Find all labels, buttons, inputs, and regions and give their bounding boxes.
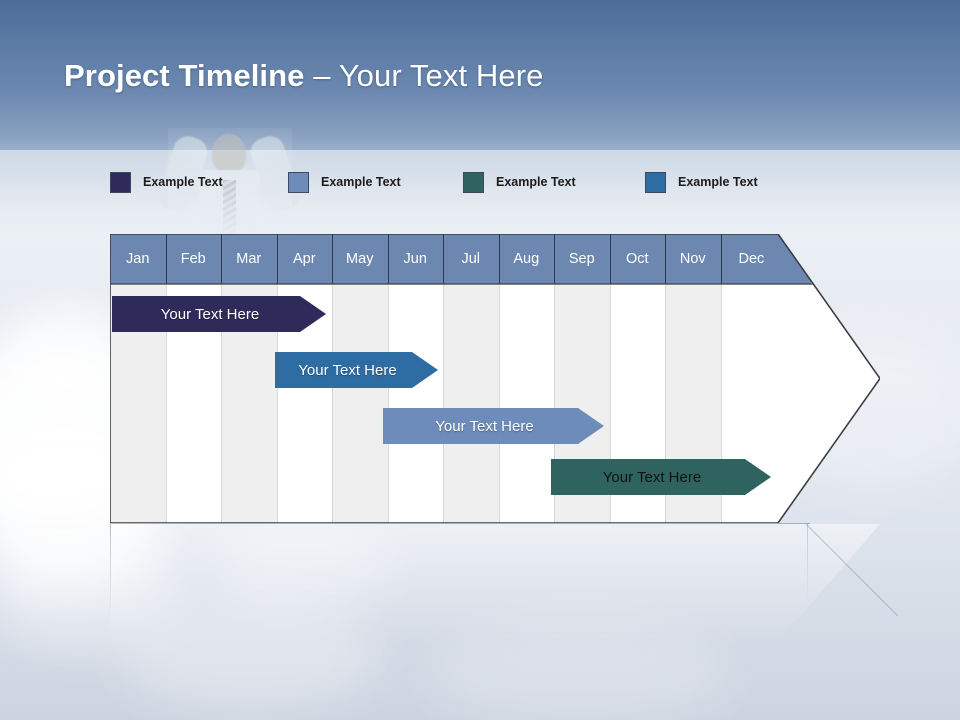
- month-header-jul[interactable]: Jul: [443, 234, 499, 284]
- column-gridline: [498, 284, 500, 523]
- legend-swatch-4: [645, 171, 666, 193]
- month-header-divider: [609, 234, 611, 284]
- reflection-right-edge: [807, 524, 808, 602]
- month-header-oct[interactable]: Oct: [609, 234, 665, 284]
- businessman-photo: [155, 128, 303, 238]
- month-header-divider: [332, 234, 333, 284]
- legend-label-4: Example Text: [678, 175, 758, 189]
- column-gridline: [387, 284, 389, 523]
- reflection-top-edge: [110, 523, 810, 524]
- legend-item-1[interactable]: Example Text: [110, 170, 223, 194]
- legend-item-2[interactable]: Example Text: [288, 170, 401, 194]
- month-header-jun[interactable]: Jun: [387, 234, 443, 284]
- month-header-divider: [554, 234, 555, 284]
- month-header-divider: [276, 234, 278, 284]
- legend-label-3: Example Text: [496, 175, 576, 189]
- month-header-divider: [165, 234, 167, 284]
- month-header-may[interactable]: May: [332, 234, 388, 284]
- month-header-sep[interactable]: Sep: [554, 234, 610, 284]
- timeline-bar-label-4: Your Text Here: [602, 468, 702, 486]
- legend-swatch-1: [110, 171, 131, 193]
- column-gridline: [443, 284, 444, 523]
- column-gridline: [332, 284, 333, 523]
- timeline-bar-label-1: Your Text Here: [160, 305, 260, 323]
- timeline-bar-2[interactable]: Your Text Here: [275, 352, 438, 388]
- month-header-apr[interactable]: Apr: [276, 234, 332, 284]
- timeline-bar-1[interactable]: Your Text Here: [112, 296, 326, 332]
- timeline-bar-3[interactable]: Your Text Here: [383, 408, 604, 444]
- month-header-divider: [443, 234, 444, 284]
- timeline-bar-label-3: Your Text Here: [435, 417, 534, 435]
- month-header-divider: [720, 234, 722, 284]
- legend-item-3[interactable]: Example Text: [463, 170, 576, 194]
- reflection-left-edge: [110, 524, 111, 619]
- timeline-bar-label-2: Your Text Here: [298, 361, 397, 379]
- month-header-aug[interactable]: Aug: [498, 234, 554, 284]
- timeline-bar-4[interactable]: Your Text Here: [551, 459, 771, 495]
- month-header-divider: [498, 234, 500, 284]
- legend: Example Text Example Text Example Text Exam…: [110, 170, 830, 194]
- month-header-jan[interactable]: Jan: [110, 234, 166, 284]
- month-header-mar[interactable]: Mar: [221, 234, 277, 284]
- month-header-divider: [665, 234, 666, 284]
- month-header-divider: [221, 234, 222, 284]
- title-bold-part: Project Timeline: [64, 58, 305, 93]
- title-rest-part: – Your Text Here: [304, 58, 544, 93]
- month-header-nov[interactable]: Nov: [665, 234, 721, 284]
- month-header-divider: [387, 234, 389, 284]
- legend-label-2: Example Text: [321, 175, 401, 189]
- legend-swatch-2: [288, 171, 309, 193]
- photo-fade-overlay: [168, 128, 292, 236]
- chart-reflection: [110, 524, 880, 642]
- page-title: Project Timeline – Your Text Here: [64, 58, 543, 94]
- legend-swatch-3: [463, 171, 484, 193]
- month-header-feb[interactable]: Feb: [165, 234, 221, 284]
- legend-item-4[interactable]: Example Text: [645, 170, 758, 194]
- month-header-dec[interactable]: Dec: [720, 234, 811, 284]
- legend-label-1: Example Text: [143, 175, 223, 189]
